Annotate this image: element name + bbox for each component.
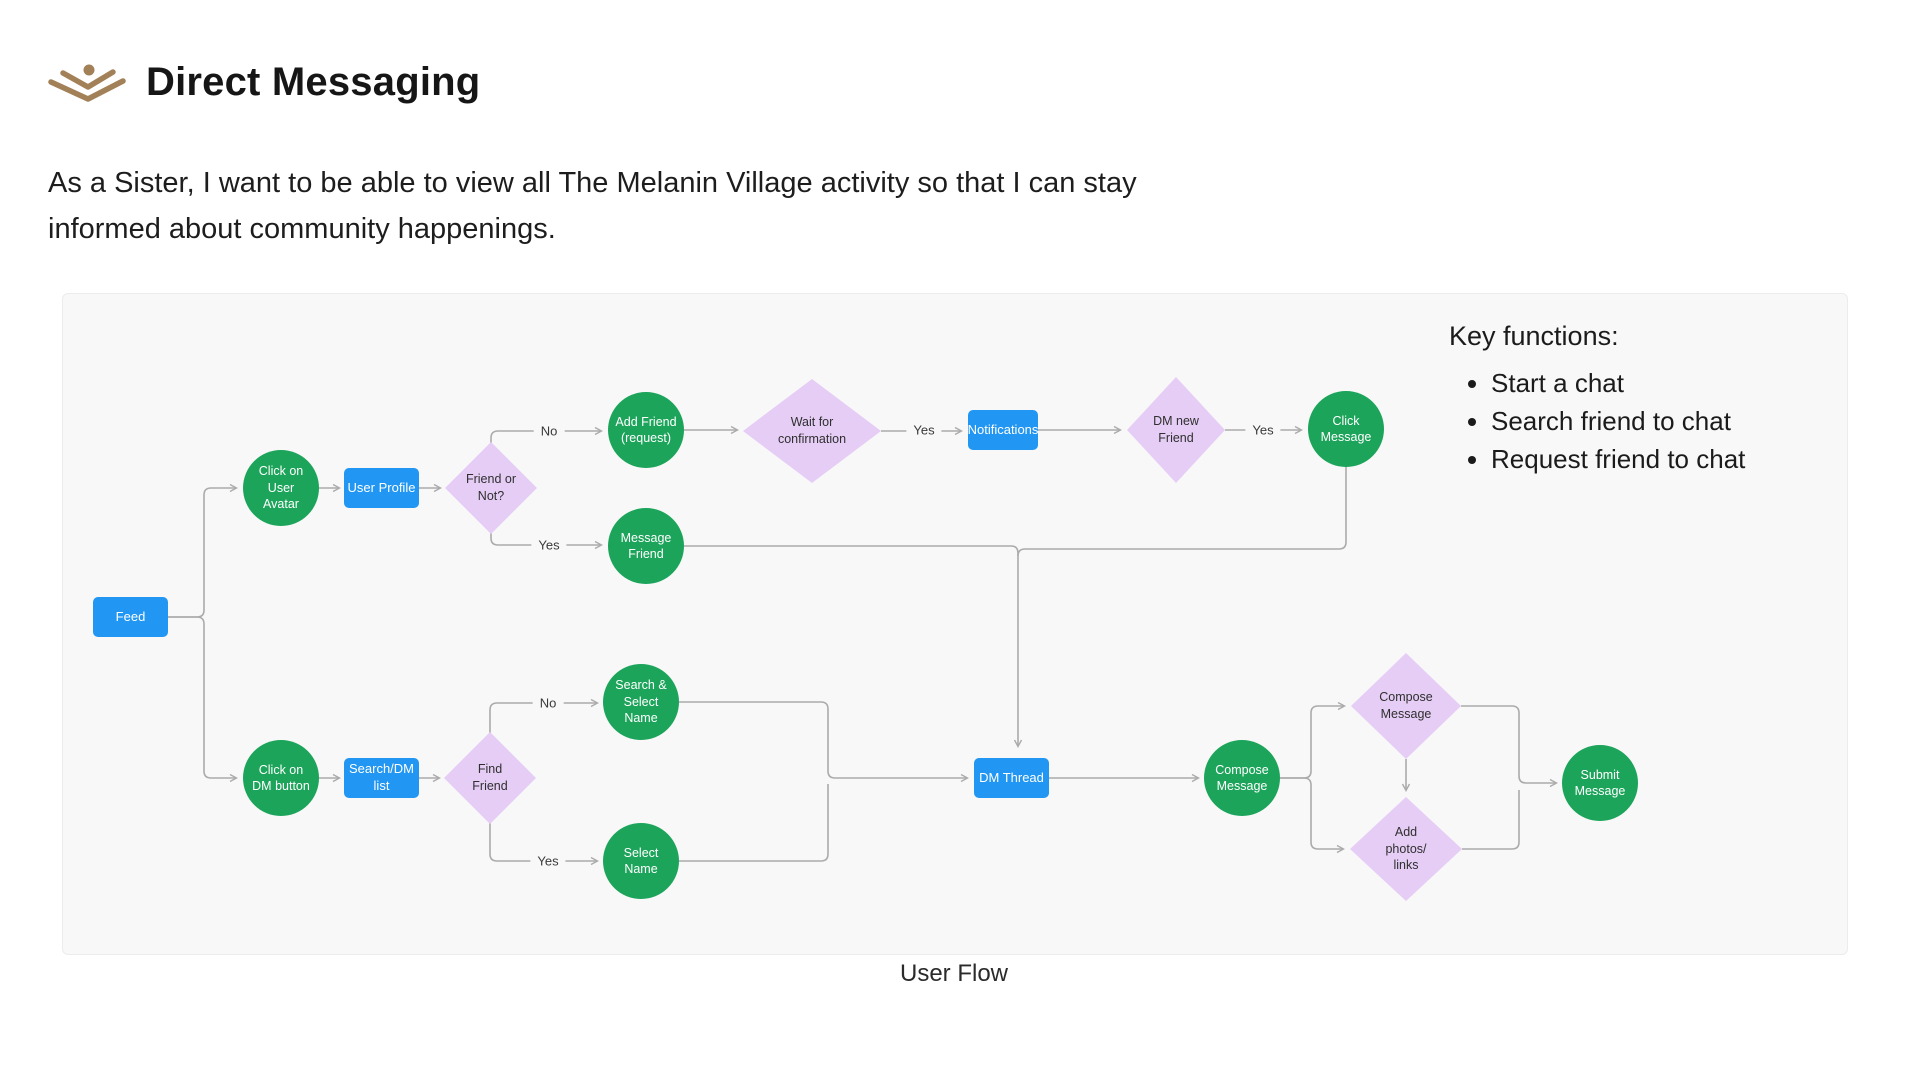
edge-label-yes-confirmed: Yes: [906, 421, 942, 439]
node-notifications[interactable]: Notifications: [968, 410, 1038, 450]
node-search-select-name[interactable]: Search & Select Name: [603, 664, 679, 740]
melanin-village-logo-icon: [48, 64, 126, 102]
node-user-profile[interactable]: User Profile: [344, 468, 419, 508]
key-function-item: Start a chat: [1491, 364, 1745, 402]
user-flow-panel: Feed Click on User Avatar User Profile F…: [62, 293, 1848, 955]
node-click-dm-button[interactable]: Click on DM button: [243, 740, 319, 816]
node-dm-thread[interactable]: DM Thread: [974, 758, 1049, 798]
key-functions-heading: Key functions:: [1449, 321, 1619, 351]
edge-label-yes-find: Yes: [530, 852, 566, 870]
header: Direct Messaging: [48, 60, 480, 105]
edge-label-no-find: No: [532, 694, 564, 712]
key-function-item: Request friend to chat: [1491, 440, 1745, 478]
node-submit-message[interactable]: Submit Message: [1562, 745, 1638, 821]
node-compose-message-step[interactable]: Compose Message: [1204, 740, 1280, 816]
node-message-friend[interactable]: Message Friend: [608, 508, 684, 584]
flow-caption: User Flow: [899, 960, 1008, 987]
flow-connectors: [168, 425, 1558, 866]
user-story-text: As a Sister, I want to be able to view a…: [48, 167, 1137, 245]
key-functions-list: Start a chat Search friend to chat Reque…: [1449, 364, 1745, 478]
edge-label-no-friend: No: [533, 422, 565, 440]
node-click-user-avatar[interactable]: Click on User Avatar: [243, 450, 319, 526]
page-title: Direct Messaging: [146, 60, 481, 104]
node-search-dm-list[interactable]: Search/DM list: [344, 758, 419, 798]
key-function-item: Search friend to chat: [1491, 402, 1745, 440]
node-click-message[interactable]: Click Message: [1308, 391, 1384, 467]
node-feed[interactable]: Feed: [93, 597, 168, 637]
edge-label-yes-friend: Yes: [531, 536, 567, 554]
node-add-friend-request[interactable]: Add Friend (request): [608, 392, 684, 468]
key-functions: Key functions: Start a chat Search frien…: [1449, 321, 1745, 478]
node-select-name[interactable]: Select Name: [603, 823, 679, 899]
edge-label-yes-dm-new: Yes: [1245, 421, 1281, 439]
